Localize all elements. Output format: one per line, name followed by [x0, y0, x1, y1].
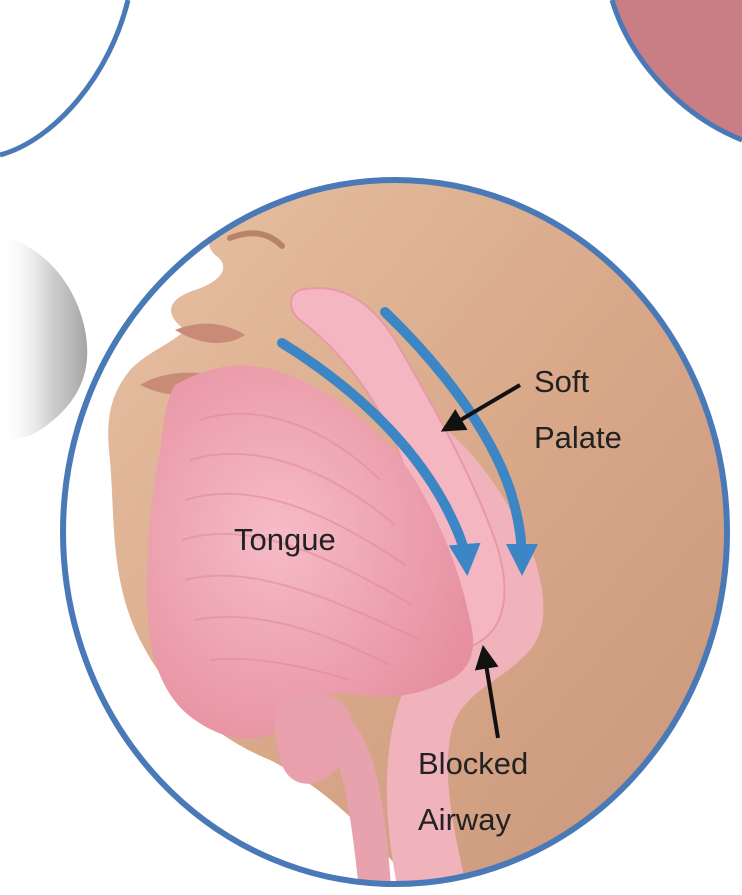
top-right-circle-fill: [612, 0, 742, 140]
label-blocked-airway-line1: Blocked: [418, 746, 528, 781]
label-soft-palate-line1: Soft: [534, 364, 590, 399]
left-shadow: [0, 235, 87, 439]
top-left-circle-frame: [0, 0, 128, 155]
label-tongue: Tongue: [234, 522, 336, 557]
label-blocked-airway-line2: Airway: [418, 802, 512, 837]
label-soft-palate-line2: Palate: [534, 420, 622, 455]
